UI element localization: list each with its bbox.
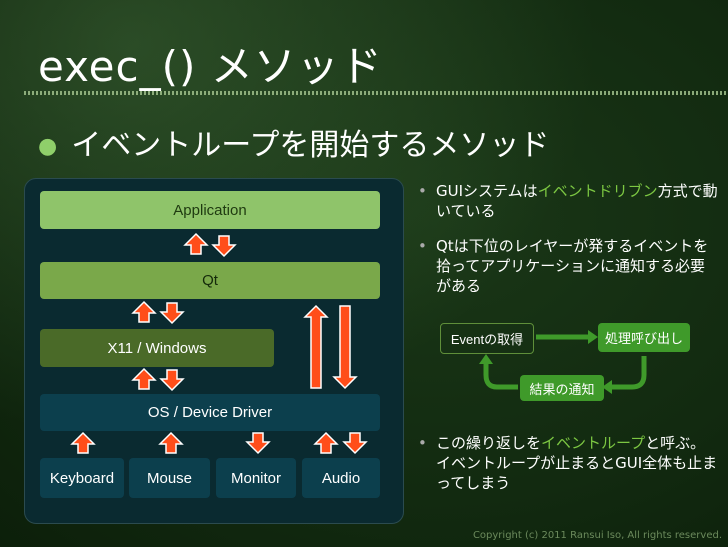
down-arrow-icon bbox=[160, 369, 184, 391]
slide-title: exec_() メソッド bbox=[38, 42, 383, 91]
flow-process-call: 処理呼び出し bbox=[598, 323, 690, 352]
layer-x11-windows: X11 / Windows bbox=[40, 329, 274, 367]
up-arrow-icon bbox=[314, 432, 338, 454]
copyright: Copyright (c) 2011 Ransui Iso, All right… bbox=[472, 530, 722, 541]
up-arrow-icon bbox=[71, 432, 95, 454]
flow-event-get: Eventの取得 bbox=[440, 323, 534, 354]
device-monitor: Monitor bbox=[216, 458, 296, 498]
bullet-dot-icon: • bbox=[418, 434, 427, 452]
bullet-dot-icon: • bbox=[418, 182, 427, 200]
up-arrow-icon bbox=[132, 368, 156, 390]
long-up-arrow-icon bbox=[303, 304, 329, 389]
layer-qt: Qt bbox=[40, 262, 380, 299]
up-arrow-icon bbox=[184, 233, 208, 255]
main-bullet: ● イベントループを開始するメソッド bbox=[38, 128, 549, 165]
bullet-event-driven: • GUIシステムはイベントドリブン方式で動いている bbox=[418, 182, 718, 220]
down-arrow-icon bbox=[212, 235, 236, 257]
title-divider bbox=[24, 91, 728, 95]
device-audio: Audio bbox=[302, 458, 380, 498]
main-bullet-text: イベントループを開始するメソッド bbox=[71, 128, 550, 163]
device-mouse: Mouse bbox=[129, 458, 210, 498]
down-arrow-icon bbox=[343, 432, 367, 454]
long-down-arrow-icon bbox=[332, 305, 358, 390]
down-arrow-icon bbox=[246, 432, 270, 454]
flow-arrow-icon bbox=[610, 356, 647, 390]
up-arrow-icon bbox=[132, 301, 156, 323]
down-arrow-icon bbox=[160, 302, 184, 324]
flow-arrow-icon bbox=[483, 362, 518, 390]
bullet-dot-icon: • bbox=[418, 237, 427, 255]
bullet-qt-notify: • Qtは下位のレイヤーが発するイベントを拾ってアプリケーションに通知する必要が… bbox=[418, 237, 709, 295]
layer-application: Application bbox=[40, 191, 380, 229]
up-arrow-icon bbox=[159, 432, 183, 454]
bullet-dot-icon: ● bbox=[38, 133, 58, 159]
flow-result-notify: 結果の通知 bbox=[520, 375, 604, 401]
device-keyboard: Keyboard bbox=[40, 458, 124, 498]
bullet-event-loop: • この繰り返しをイベントループと呼ぶ。イベントループが止まるとGUI全体も止ま… bbox=[418, 434, 718, 492]
layer-os-driver: OS / Device Driver bbox=[40, 394, 380, 431]
